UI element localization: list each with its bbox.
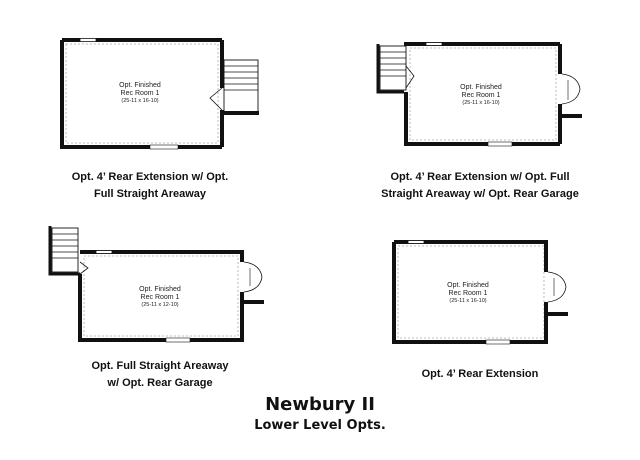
plan-2-caption-line2: Straight Areaway w/ Opt. Rear Garage (381, 188, 579, 200)
plan-2-interior-outline (409, 47, 557, 141)
plan-3-window (95, 250, 113, 254)
plan-4-caption: Opt. 4’ Rear Extension (360, 366, 600, 383)
plan-2-room-name: Opt. Finished (460, 84, 502, 91)
plan-2-garage-door-arc (561, 73, 581, 105)
plan-4-room-size: (25-11 x 16-10) (449, 298, 486, 304)
plan-1-bottom-opening (149, 144, 179, 150)
plan-1-stairs (223, 59, 259, 113)
plan-1-room-size: (25-11 x 16-10) (121, 98, 158, 104)
plan-1-door-swing (209, 87, 223, 111)
plan-3-room-size: (25-11 x 12-10) (141, 302, 178, 308)
plan-3-caption: Opt. Full Straight Areaway w/ Opt. Rear … (40, 358, 280, 392)
plan-3-door-swing (79, 261, 89, 275)
plan-4-door-arc (547, 271, 567, 303)
plan-4-room-name: Opt. Finished (447, 282, 489, 289)
plan-2-room-label: Rec Room 1 (462, 92, 501, 99)
plan-4-room-label: Rec Room 1 (449, 290, 488, 297)
floor-plan-2 (376, 42, 582, 147)
plan-2-room-size: (25-11 x 16-10) (462, 100, 499, 106)
plan-2-areaway-wall (376, 44, 404, 94)
page-subtitle: Lower Level Opts. (254, 418, 386, 433)
plan-4-bottom-opening (485, 339, 511, 345)
plan-3-caption-line2: w/ Opt. Rear Garage (107, 377, 213, 389)
plan-1-caption-line2: Full Straight Areaway (93, 188, 207, 200)
plan-3-bottom-opening (165, 337, 191, 343)
plan-3-room-name: Opt. Finished (139, 286, 181, 293)
plan-4-caption-line1: Opt. 4’ Rear Extension (421, 368, 539, 380)
floor-plan-1 (60, 38, 259, 150)
plan-1-window (79, 38, 97, 42)
plan-2-stairs (379, 45, 407, 91)
plan-2-caption-line1: Opt. 4’ Rear Extension w/ Opt. Full (390, 171, 570, 183)
plan-3-areaway-wall (48, 226, 80, 276)
plan-2-door-swing (405, 65, 415, 89)
plan-4-window (407, 240, 425, 244)
plan-4-interior-outline (397, 245, 545, 339)
plan-1-areaway-wall (222, 111, 259, 115)
plan-3-room-label: Rec Room 1 (141, 294, 180, 301)
plan-3-garage-door-arc (243, 261, 263, 293)
plan-1-room-label: Rec Room 1 (121, 90, 160, 97)
plan-3-interior-outline (83, 255, 239, 337)
plan-2-bottom-opening (487, 141, 513, 147)
plan-1-caption-line1: Opt. 4’ Rear Extension w/ Opt. (71, 171, 229, 183)
plan-3-caption-line1: Opt. Full Straight Areaway (91, 360, 229, 372)
plan-1-caption: Opt. 4’ Rear Extension w/ Opt. Full Stra… (40, 169, 260, 203)
plan-3-stairs (51, 227, 79, 273)
plan-1-interior-outline (65, 43, 219, 144)
plan-1-room-name: Opt. Finished (119, 82, 161, 89)
plan-2-caption: Opt. 4’ Rear Extension w/ Opt. Full Stra… (350, 169, 610, 203)
floor-plan-4 (392, 240, 568, 345)
page-title: Newbury II (265, 394, 375, 415)
plan-2-window (425, 42, 443, 46)
floor-plan-3 (48, 226, 264, 343)
